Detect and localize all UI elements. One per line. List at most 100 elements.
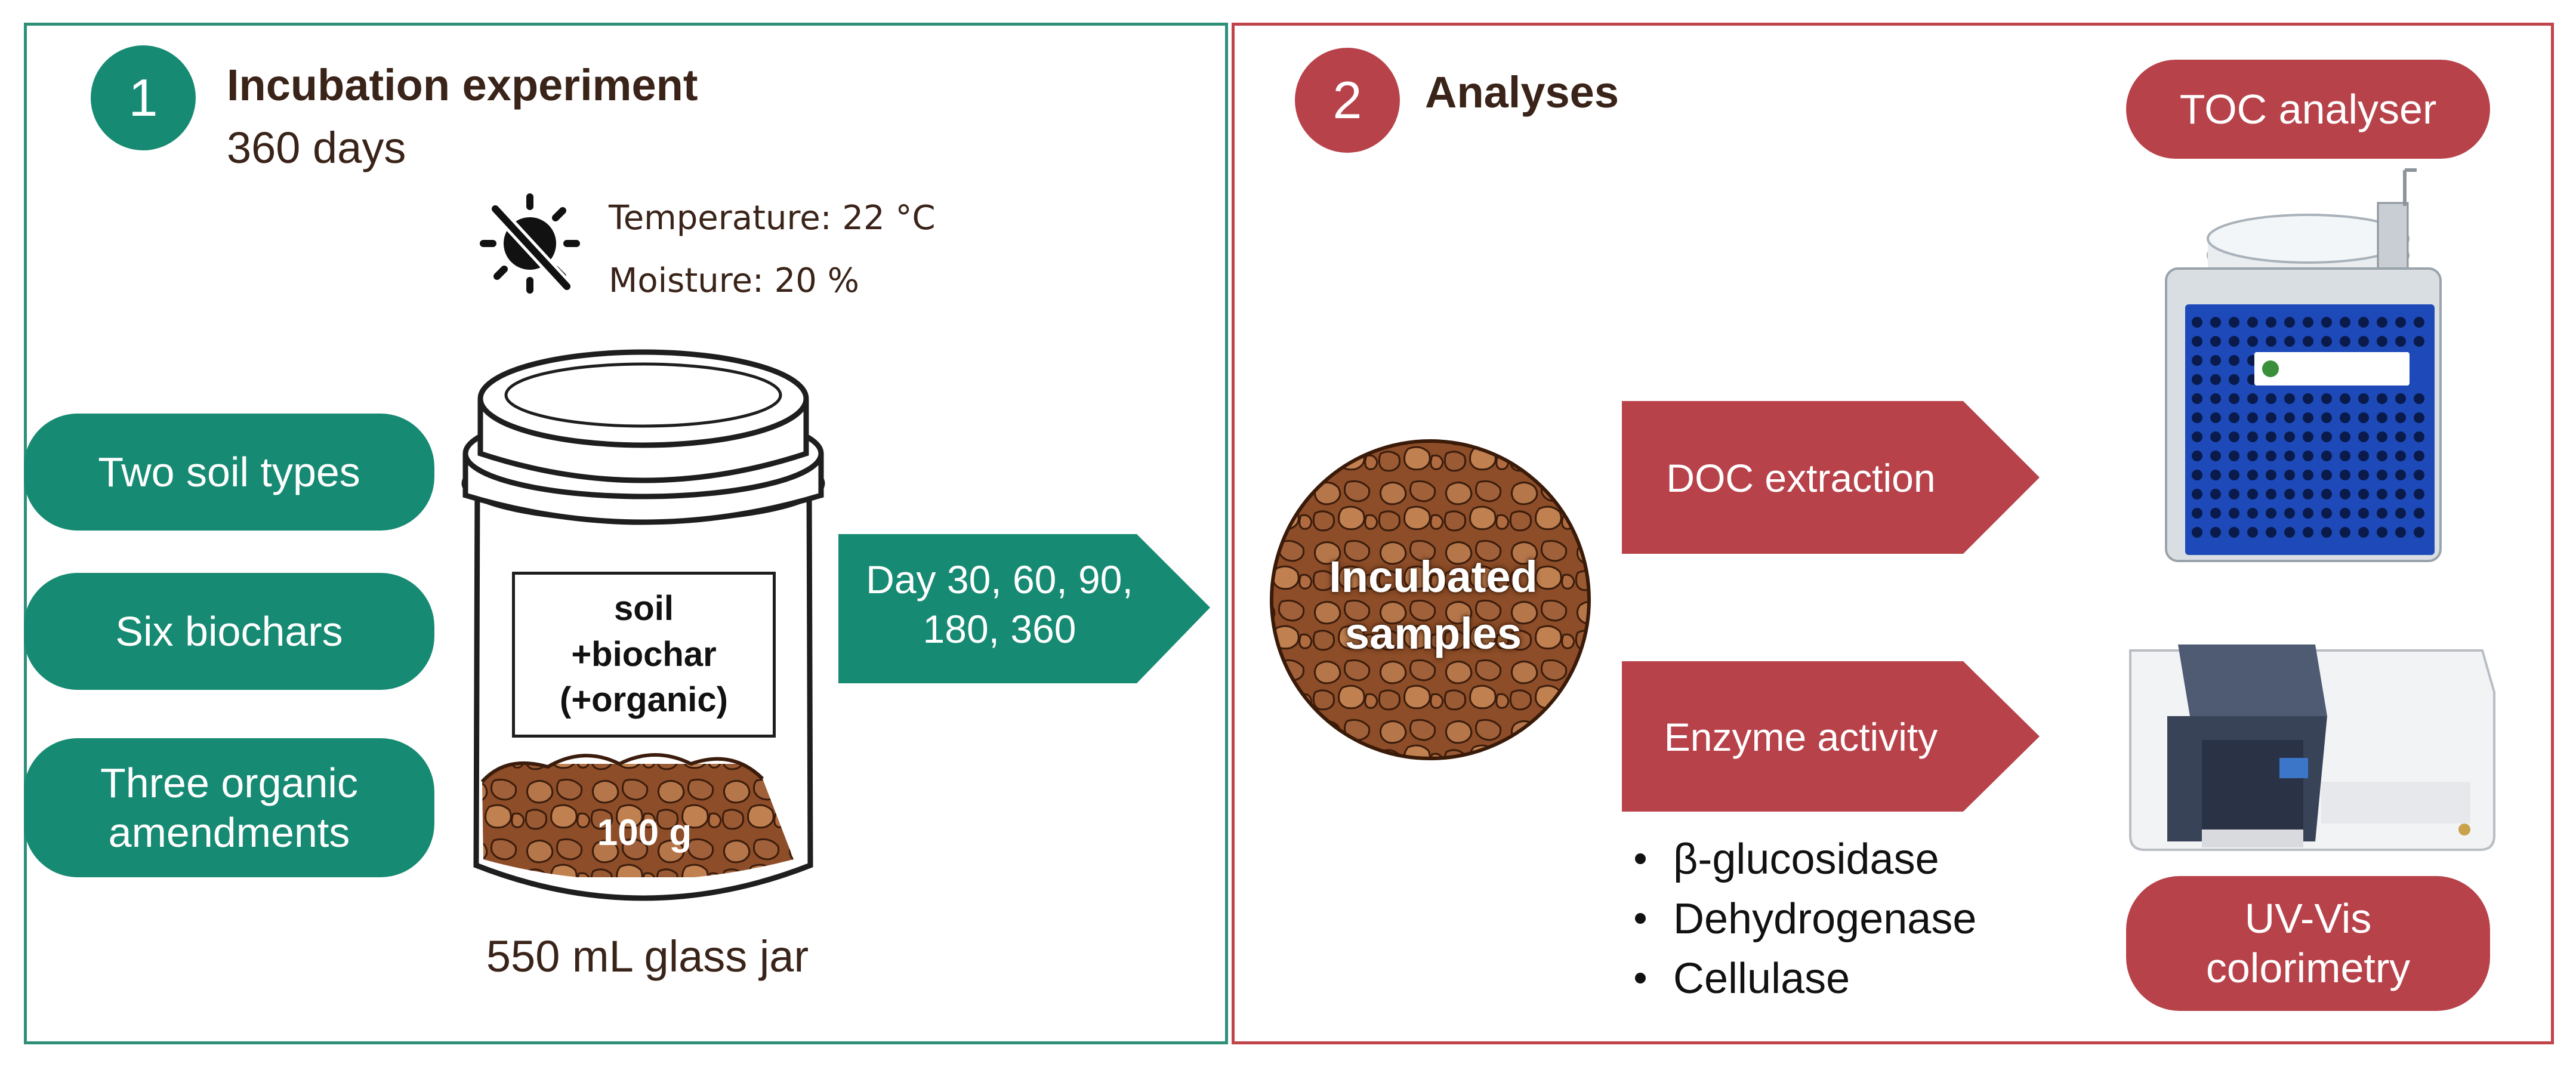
analyser-well-dot: [2284, 508, 2295, 519]
analyser-well-dot: [2229, 374, 2239, 385]
uv-vis-line-2: colorimetry: [2205, 945, 2411, 991]
jar-label-organic: (+organic): [560, 680, 728, 720]
analyser-well-dot: [2358, 451, 2369, 461]
analyser-well-dot: [2210, 527, 2221, 538]
analyser-well-dot: [2358, 489, 2369, 499]
analyser-well-dot: [2284, 317, 2295, 328]
analyser-well-dot: [2284, 489, 2295, 499]
analyser-well-dot: [2414, 431, 2424, 442]
analyser-well-dot: [2395, 317, 2406, 328]
analyser-well-dot: [2303, 431, 2313, 442]
analyser-well-dot: [2247, 527, 2258, 538]
analyser-well-dot: [2303, 412, 2313, 423]
list-item: Cellulase: [1635, 949, 1976, 1009]
analyser-well-dot: [2284, 412, 2295, 423]
analyser-well-dot: [2247, 489, 2258, 499]
analyser-well-dot: [2377, 470, 2387, 480]
analyser-well-dot: [2414, 508, 2424, 519]
analyser-well-dot: [2303, 527, 2313, 538]
analyser-well-dot: [2192, 374, 2202, 385]
analyser-well-dot: [2247, 317, 2258, 328]
analyser-well-dot: [2303, 393, 2313, 404]
jar-label: soil +biochar (+organic): [512, 572, 776, 738]
analyser-well-dot: [2229, 451, 2239, 461]
bullet-icon: [1635, 972, 1646, 983]
analyses-panel: [1232, 23, 2554, 1044]
analyses-title: Analyses: [1425, 67, 1619, 117]
analyser-well-dot: [2210, 374, 2221, 385]
analyser-well-dot: [2229, 489, 2239, 499]
analyser-well-dot: [2395, 508, 2406, 519]
analyser-well-dot: [2192, 355, 2202, 366]
analyser-well-dot: [2321, 336, 2332, 347]
analyser-well-dot: [2229, 470, 2239, 480]
uv-vis-label: UV-Vis colorimetry: [2126, 876, 2490, 1011]
analyser-well-dot: [2247, 451, 2258, 461]
analyser-well-dot: [2340, 489, 2350, 499]
analyser-well-dot: [2303, 489, 2313, 499]
analyser-well-dot: [2210, 393, 2221, 404]
analyser-well-dot: [2321, 317, 2332, 328]
analyser-well-dot: [2414, 470, 2424, 480]
analyser-well-dot: [2321, 508, 2332, 519]
analyser-well-dot: [2247, 431, 2258, 442]
analyser-well-dot: [2321, 470, 2332, 480]
analyser-well-dot: [2266, 393, 2276, 404]
analyser-well-dot: [2192, 336, 2202, 347]
analyser-well-dot: [2284, 336, 2295, 347]
sampling-days-text: Day 30, 60, 90, 180, 360: [838, 555, 1161, 653]
analyser-well-dot: [2210, 355, 2221, 366]
analyser-well-dot: [2358, 470, 2369, 480]
factor-biochars: Six biochars: [24, 573, 434, 690]
analyser-well-dot: [2414, 393, 2424, 404]
analyser-well-dot: [2284, 393, 2295, 404]
analyser-well-dot: [2266, 489, 2276, 499]
analyser-well-dot: [2377, 412, 2387, 423]
analyser-well-dot: [2395, 489, 2406, 499]
doc-extraction-arrow: [1622, 401, 2040, 554]
step-2-badge: 2: [1295, 48, 1400, 153]
analyser-well-dot: [2210, 336, 2221, 347]
analyser-well-dot: [2303, 470, 2313, 480]
analyser-well-dot: [2340, 317, 2350, 328]
analyser-well-dot: [2358, 508, 2369, 519]
analyser-well-dot: [2266, 508, 2276, 519]
analyser-well-dot: [2414, 412, 2424, 423]
analyser-well-dot: [2247, 470, 2258, 480]
analyser-well-dot: [2266, 336, 2276, 347]
analyser-well-dot: [2377, 336, 2387, 347]
analyser-well-dot: [2210, 412, 2221, 423]
analyser-well-dot: [2192, 431, 2202, 442]
sampling-days-line-2: 180, 360: [923, 606, 1076, 651]
analyser-well-dot: [2321, 489, 2332, 499]
analyser-well-dot: [2210, 431, 2221, 442]
moisture-condition: Moisture: 20 %: [609, 261, 859, 300]
analyser-well-dot: [2358, 527, 2369, 538]
enzyme-dehydrogenase: Dehydrogenase: [1673, 895, 1977, 943]
analyser-well-dot: [2192, 412, 2202, 423]
step-1-badge: 1: [91, 45, 196, 150]
samples-line-2: samples: [1344, 608, 1522, 658]
analyser-well-dot: [2340, 393, 2350, 404]
analyser-well-dot: [2229, 355, 2239, 366]
analyser-well-dot: [2303, 451, 2313, 461]
analyser-well-dot: [2266, 451, 2276, 461]
analyser-well-dot: [2358, 431, 2369, 442]
analyser-well-dot: [2395, 336, 2406, 347]
analyser-well-dot: [2266, 470, 2276, 480]
toc-analyser-illustration: [2165, 168, 2442, 562]
bullet-icon: [1635, 853, 1646, 864]
analyser-well-dot: [2284, 527, 2295, 538]
analyser-well-dot: [2247, 393, 2258, 404]
incubation-duration: 360 days: [227, 123, 406, 172]
analyser-well-dot: [2414, 451, 2424, 461]
analyser-well-dot: [2340, 451, 2350, 461]
analyser-well-dot: [2340, 412, 2350, 423]
analyser-well-dot: [2229, 317, 2239, 328]
list-item: Dehydrogenase: [1635, 889, 1976, 949]
analyser-well-dot: [2229, 412, 2239, 423]
analyser-well-dot: [2284, 470, 2295, 480]
analyser-well-dot: [2358, 336, 2369, 347]
enzyme-activity-arrow: [1622, 661, 2040, 812]
analyser-well-dot: [2395, 412, 2406, 423]
